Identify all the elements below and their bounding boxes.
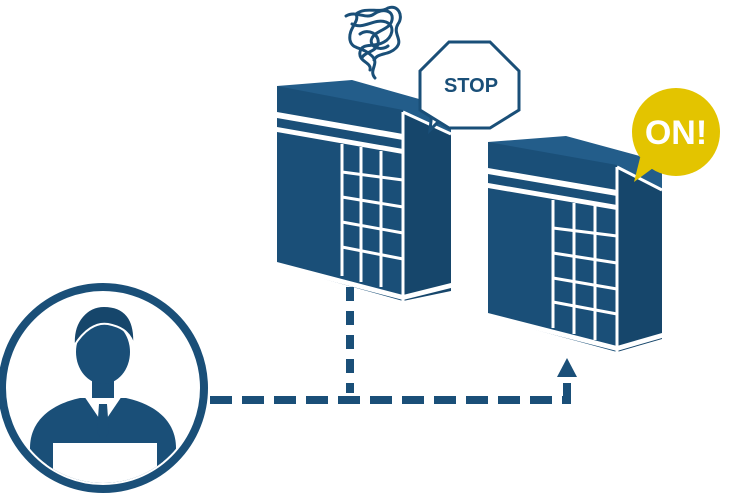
server-side-face [617,165,662,352]
person-with-laptop-icon [0,283,208,493]
server-base-side [403,283,451,300]
server-top-face [277,80,451,134]
stop-label: STOP [444,75,498,97]
server-edge [616,165,663,192]
user-head [76,320,130,384]
arrow-head-icon [557,358,577,377]
user-hair [72,304,136,350]
server-base-side [617,333,662,351]
server-running [488,136,663,352]
server-base-stripe [277,262,403,300]
server-front-face [277,86,403,301]
server-stripe [488,183,617,210]
server-edge [402,110,452,136]
server-base-stripe [488,313,617,351]
server-grid [551,200,618,340]
server-stripe [277,112,403,140]
connection-lines [210,287,571,404]
on-bubble-circle [632,88,720,176]
dashed-line-user-to-running-server [210,378,571,404]
on-status-bubble: ON! [632,88,720,182]
on-label: ON! [645,114,707,152]
server-side-face [403,110,451,301]
tangled-smoke-icon [344,5,402,80]
server-grid [340,144,404,287]
server-stripe [277,127,403,154]
server-top-face [488,136,662,190]
stop-sign-bubble: STOP [418,40,521,135]
server-stripe [488,168,617,196]
server-stopped [277,80,452,301]
user-tie [97,404,109,442]
